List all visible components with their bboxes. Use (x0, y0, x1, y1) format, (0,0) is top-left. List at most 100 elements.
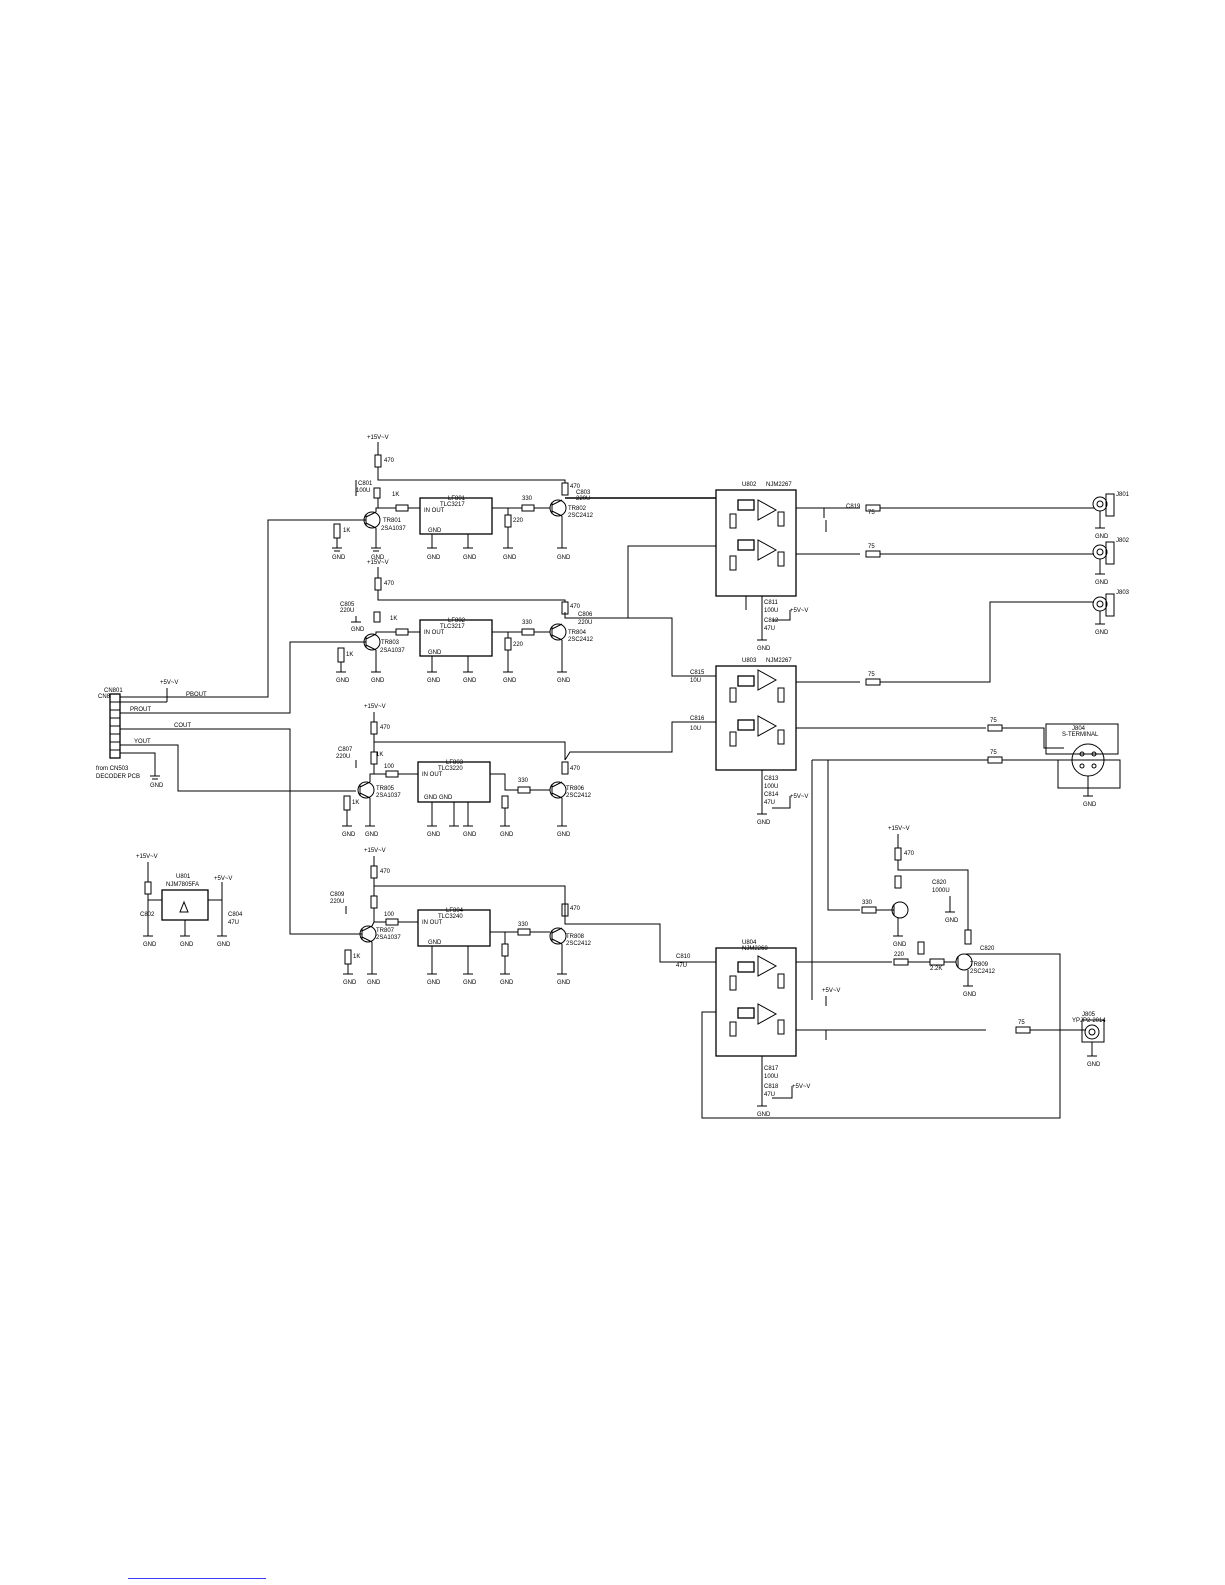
svg-text:2.2K: 2.2K (930, 966, 942, 972)
svg-text:GND: GND (463, 832, 477, 838)
svg-text:GND: GND (342, 832, 356, 838)
svg-text:GND GND: GND GND (424, 795, 453, 801)
svg-text:C817: C817 (764, 1066, 779, 1072)
connector-ref-sub: CN8 (98, 694, 111, 700)
svg-text:2SA1037: 2SA1037 (381, 526, 406, 532)
svg-text:U802: U802 (742, 482, 757, 488)
svg-text:C820: C820 (980, 946, 995, 952)
svg-text:+5V~V: +5V~V (790, 794, 808, 800)
outputs: C819 75 GND J801 75 GND J802 75 GND J803 (796, 492, 1130, 1068)
connector-cn801: CN801 CN8 from CN503 DECODER PCB +5V~V (96, 680, 178, 780)
svg-text:75: 75 (868, 672, 875, 678)
svg-text:NJM7805FA: NJM7805FA (166, 882, 199, 888)
svg-text:GND: GND (1095, 580, 1109, 586)
svg-text:GND: GND (427, 980, 441, 986)
regulator-u801: +15V~V U801 NJM7805FA GND GND +5V~V GND … (136, 854, 243, 948)
svg-text:IN OUT: IN OUT (424, 508, 445, 514)
svg-text:IN OUT: IN OUT (422, 772, 443, 778)
net-label-yout: YOUT (134, 739, 151, 745)
net-wires: PBOUT PROUT COUT YOUT GND (120, 519, 356, 935)
svg-text:TR805: TR805 (376, 786, 395, 792)
svg-text:GND: GND (1083, 802, 1097, 808)
svg-text:GND: GND (557, 555, 571, 561)
svg-text:GND: GND (365, 832, 379, 838)
svg-text:C819: C819 (846, 504, 861, 510)
svg-text:220U: 220U (578, 620, 592, 626)
svg-text:TLC3240: TLC3240 (438, 914, 463, 920)
svg-text:C805: C805 (340, 602, 355, 608)
svg-text:+5V~V: +5V~V (792, 1084, 810, 1090)
svg-text:GND: GND (463, 555, 477, 561)
svg-text:GND: GND (217, 942, 231, 948)
link-underline[interactable] (128, 1578, 266, 1579)
svg-text:GND: GND (336, 678, 350, 684)
svg-text:470: 470 (384, 581, 395, 587)
svg-text:GND: GND (427, 555, 441, 561)
svg-text:GND: GND (427, 678, 441, 684)
svg-text:GND: GND (500, 980, 514, 986)
svg-text:2SC2412: 2SC2412 (970, 969, 996, 975)
svg-text:J803: J803 (1116, 590, 1130, 596)
svg-text:470: 470 (570, 906, 581, 912)
connector-note-line1: from CN503 (96, 766, 129, 772)
svg-text:GND: GND (1095, 630, 1109, 636)
supply-label: +15V~V (367, 435, 389, 441)
svg-text:330: 330 (518, 922, 529, 928)
svg-text:YPJP2-2014: YPJP2-2014 (1072, 1018, 1106, 1024)
svg-text:+5V~V: +5V~V (822, 988, 840, 994)
svg-text:C807: C807 (338, 747, 353, 753)
svg-text:10U: 10U (690, 726, 701, 732)
svg-text:GND: GND (963, 992, 977, 998)
svg-text:47U: 47U (764, 626, 775, 632)
svg-text:220: 220 (513, 518, 524, 524)
svg-text:C809: C809 (330, 892, 345, 898)
svg-text:1K: 1K (390, 616, 397, 622)
svg-text:470: 470 (384, 458, 395, 464)
svg-text:TR804: TR804 (568, 630, 587, 636)
svg-text:+5V~V: +5V~V (214, 876, 232, 882)
channel-y: +15V~V 470 C807 220U 1K 100 TR805 2SA103… (336, 704, 716, 838)
svg-text:GND: GND (367, 980, 381, 986)
opamp-u803: U803 NJM2267 C813 100U C814 47U GND +5V~… (628, 617, 808, 826)
svg-text:GND: GND (557, 980, 571, 986)
svg-text:47U: 47U (764, 1092, 775, 1098)
svg-text:+15V~V: +15V~V (364, 848, 386, 854)
svg-text:220: 220 (513, 642, 524, 648)
svg-text:IN OUT: IN OUT (422, 920, 443, 926)
svg-text:1K: 1K (376, 752, 383, 758)
svg-text:330: 330 (522, 496, 533, 502)
svg-text:TLC3220: TLC3220 (438, 766, 463, 772)
connector-note-line2: DECODER PCB (96, 774, 140, 780)
svg-text:220U: 220U (336, 754, 350, 760)
svg-text:C818: C818 (764, 1084, 779, 1090)
svg-text:GND: GND (332, 555, 346, 561)
svg-text:1K: 1K (346, 652, 353, 658)
svg-text:47U: 47U (676, 963, 687, 969)
svg-text:2SC2412: 2SC2412 (568, 513, 594, 519)
svg-text:LF802: LF802 (448, 618, 466, 624)
svg-text:+15V~V: +15V~V (364, 704, 386, 710)
svg-text:C810: C810 (676, 954, 691, 960)
svg-text:1K: 1K (353, 954, 360, 960)
svg-text:LF804: LF804 (446, 908, 464, 914)
svg-text:NJM2267: NJM2267 (766, 482, 792, 488)
svg-text:IN OUT: IN OUT (424, 630, 445, 636)
svg-text:+15V~V: +15V~V (888, 826, 910, 832)
svg-text:75: 75 (1018, 1020, 1025, 1026)
svg-text:GND: GND (150, 783, 164, 789)
svg-text:220: 220 (894, 952, 905, 958)
svg-text:C806: C806 (578, 612, 593, 618)
svg-text:GND: GND (180, 942, 194, 948)
svg-text:100: 100 (384, 912, 395, 918)
svg-text:47U: 47U (228, 920, 239, 926)
connector-ref: CN801 (104, 688, 123, 694)
svg-text:470: 470 (570, 604, 581, 610)
svg-text:C804: C804 (228, 912, 243, 918)
svg-text:2SC2412: 2SC2412 (568, 637, 594, 643)
svg-text:C815: C815 (690, 670, 705, 676)
svg-text:U803: U803 (742, 658, 757, 664)
svg-text:GND: GND (757, 646, 771, 652)
svg-text:1000U: 1000U (932, 888, 950, 894)
opamp-u802: U802 NJM2267 C811 100U C812 47U GND +5V~… (715, 482, 808, 652)
svg-text:C812: C812 (764, 618, 779, 624)
